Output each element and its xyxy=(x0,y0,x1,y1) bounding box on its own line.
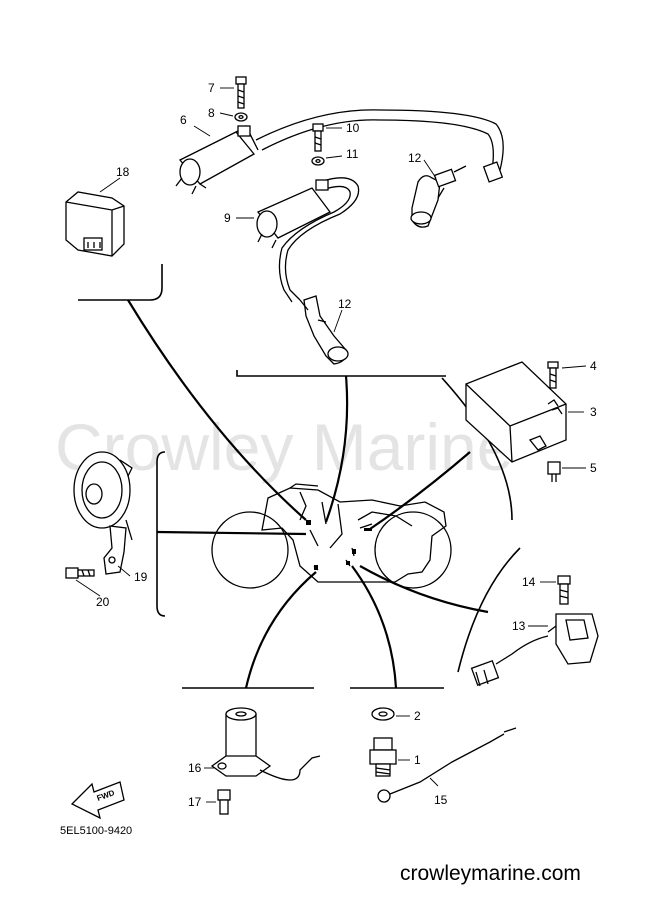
branch-bottom-left xyxy=(244,571,317,689)
callout-14: 14 xyxy=(522,575,536,589)
callout-1: 1 xyxy=(414,753,421,767)
callout-3: 3 xyxy=(590,405,597,419)
horn xyxy=(73,451,133,541)
callout-20: 20 xyxy=(96,595,110,609)
washer-2 xyxy=(371,707,410,721)
frame-top-center xyxy=(236,370,446,377)
switch-1 xyxy=(369,737,410,777)
motorcycle-outline xyxy=(211,483,452,589)
callout-8: 8 xyxy=(208,106,215,120)
washer-8 xyxy=(219,112,248,122)
bolt-17 xyxy=(206,789,231,815)
frame-top-left xyxy=(78,264,163,301)
branch-top-center xyxy=(324,375,349,523)
callout-12-center: 12 xyxy=(338,297,352,311)
branch-left xyxy=(156,530,307,536)
callout-11: 11 xyxy=(346,147,359,161)
ignition-unit-3 xyxy=(465,361,584,463)
sensor-13 xyxy=(470,613,599,687)
branch-right-top xyxy=(369,451,471,530)
watermark-text: Crowley Marine xyxy=(55,410,513,484)
bolt-7 xyxy=(220,76,247,109)
branch-bottom-right xyxy=(351,565,398,689)
bolt-20 xyxy=(65,567,101,597)
callout-13: 13 xyxy=(512,619,526,633)
callout-16: 16 xyxy=(188,761,202,775)
callout-2: 2 xyxy=(414,709,421,723)
bracket-19 xyxy=(103,525,131,577)
branch-right-bottom xyxy=(359,565,489,614)
callout-15: 15 xyxy=(434,793,448,807)
callout-6: 6 xyxy=(180,113,187,127)
callout-12-right: 12 xyxy=(408,151,422,165)
frame-right-bottom xyxy=(457,547,521,673)
switch-16 xyxy=(204,707,321,781)
nut-5 xyxy=(547,461,586,482)
frame-left xyxy=(156,451,166,617)
bolt-10 xyxy=(312,123,342,152)
bolt-14 xyxy=(540,575,571,605)
callout-10: 10 xyxy=(346,121,360,135)
callout-4: 4 xyxy=(590,359,597,373)
callout-19: 19 xyxy=(134,570,148,584)
frame-right-top xyxy=(441,377,513,521)
lead-15 xyxy=(377,727,517,803)
site-label[interactable]: crowleymarine.com xyxy=(400,862,581,885)
relay-18 xyxy=(65,177,125,257)
ignition-coil-9 xyxy=(236,177,360,303)
screw-4 xyxy=(547,361,587,389)
spark-plug-cap-12-right xyxy=(410,159,467,228)
callout-7: 7 xyxy=(208,81,215,95)
callout-9: 9 xyxy=(224,211,231,225)
callout-5: 5 xyxy=(590,461,597,475)
spark-plug-cap-12-center xyxy=(299,295,349,365)
fwd-arrow-icon: FWD xyxy=(70,781,125,820)
callout-18: 18 xyxy=(116,165,130,179)
washer-11 xyxy=(311,155,343,166)
branch-top-left xyxy=(127,299,307,521)
doc-code: 5EL5100-9420 xyxy=(60,825,132,837)
callout-17: 17 xyxy=(188,795,202,809)
